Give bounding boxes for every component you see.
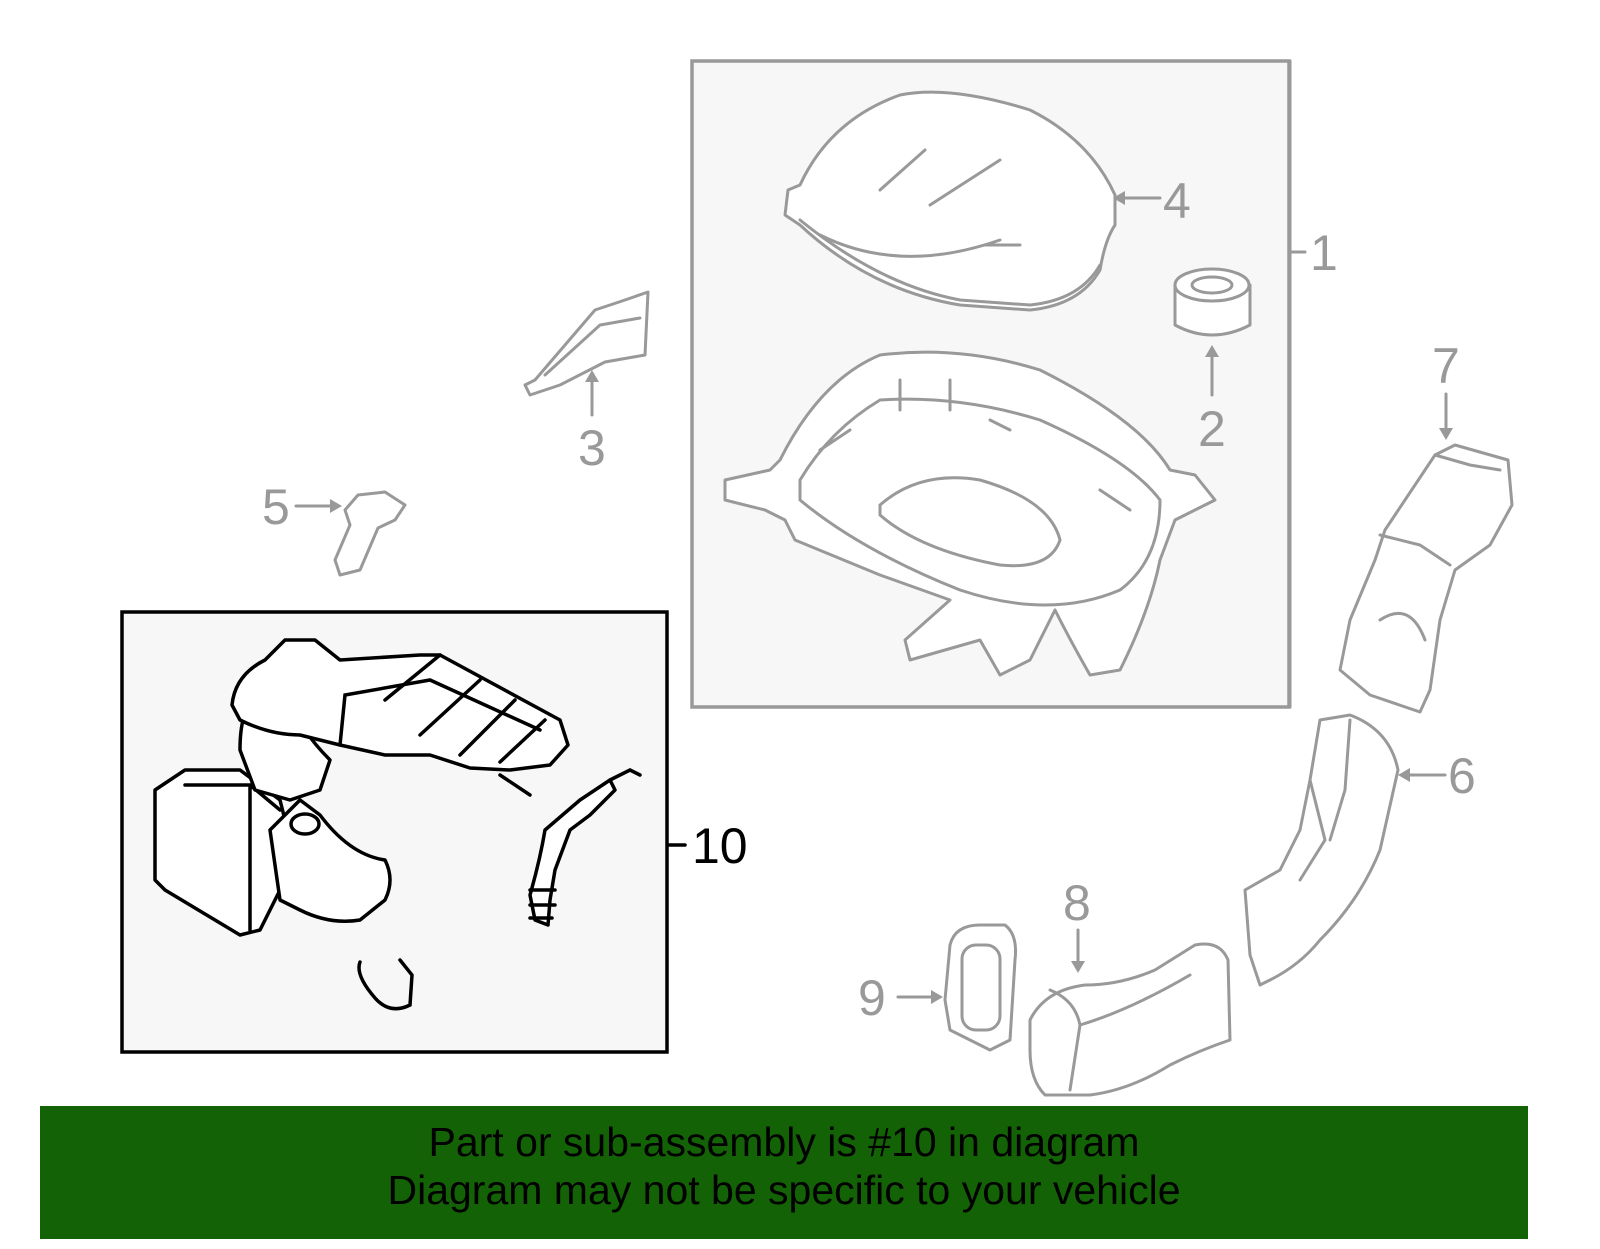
part-9-seal[interactable] <box>943 923 1017 1052</box>
part-4-air-filter-lid[interactable] <box>783 90 1117 312</box>
part-2-grommet[interactable] <box>1173 267 1252 337</box>
banner-line-1: Part or sub-assembly is #10 in diagram <box>428 1119 1140 1165</box>
callout-9: 9 <box>858 970 886 1026</box>
callout-2: 2 <box>1198 401 1226 457</box>
banner-line-2: Diagram may not be specific to your vehi… <box>387 1167 1181 1213</box>
callout-6: 6 <box>1448 748 1476 804</box>
part-1-air-filter-housing[interactable] <box>723 350 1217 677</box>
part-8-air-duct[interactable] <box>1028 942 1232 1097</box>
callout-7: 7 <box>1432 338 1460 394</box>
part-10-intake-assembly[interactable] <box>153 638 642 1011</box>
callout-10: 10 <box>692 818 748 874</box>
callout-4: 4 <box>1163 173 1191 229</box>
part-5-sensor[interactable] <box>333 490 407 577</box>
part-3-bracket[interactable] <box>523 290 650 397</box>
callout-arrows <box>294 59 1453 1004</box>
callout-1: 1 <box>1310 225 1338 281</box>
callout-8: 8 <box>1063 875 1091 931</box>
callout-5: 5 <box>262 479 290 535</box>
part-7-air-duct[interactable] <box>1338 443 1514 714</box>
part-6-air-duct[interactable] <box>1243 713 1400 987</box>
notice-banner: Part or sub-assembly is #10 in diagram D… <box>40 1106 1528 1239</box>
callout-3: 3 <box>578 420 606 476</box>
